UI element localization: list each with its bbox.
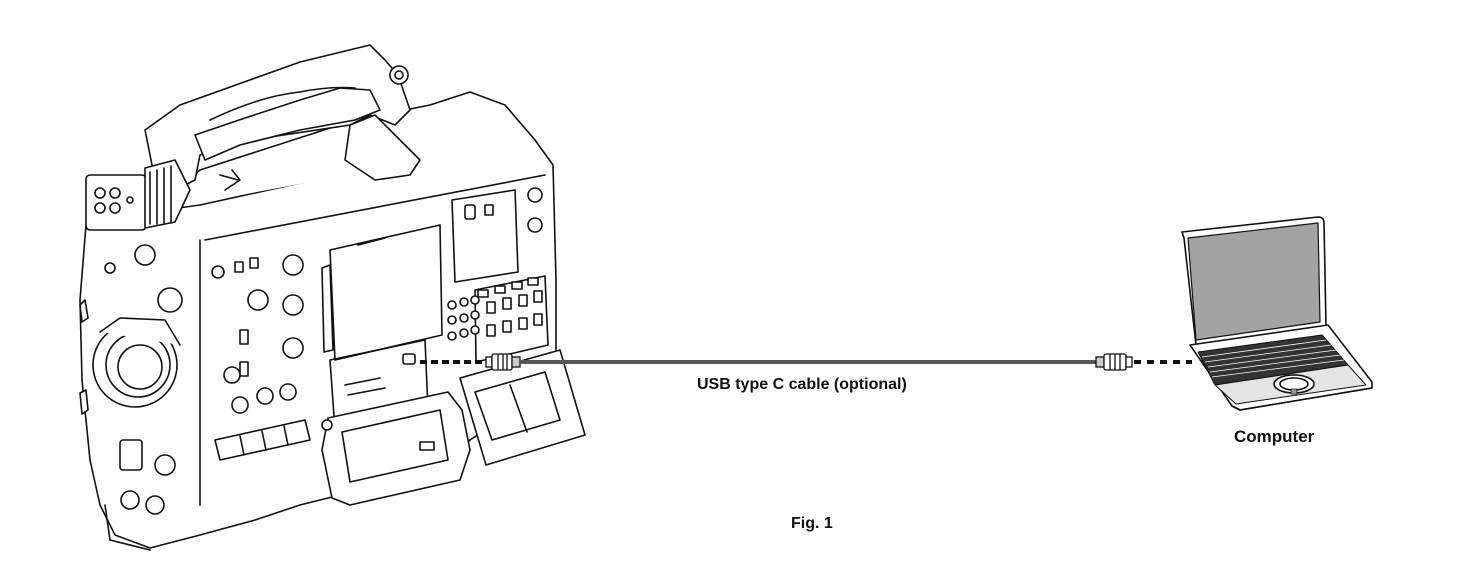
usb-connector-left-icon xyxy=(485,353,521,371)
camcorder-icon xyxy=(79,44,586,551)
usb-cable xyxy=(420,353,1192,371)
computer-label: Computer xyxy=(1234,427,1315,446)
figure-caption: Fig. 1 xyxy=(791,515,833,532)
usb-connector-right-icon xyxy=(1095,353,1133,371)
cable-label: USB type C cable (optional) xyxy=(697,376,907,393)
laptop-icon xyxy=(1181,216,1373,411)
